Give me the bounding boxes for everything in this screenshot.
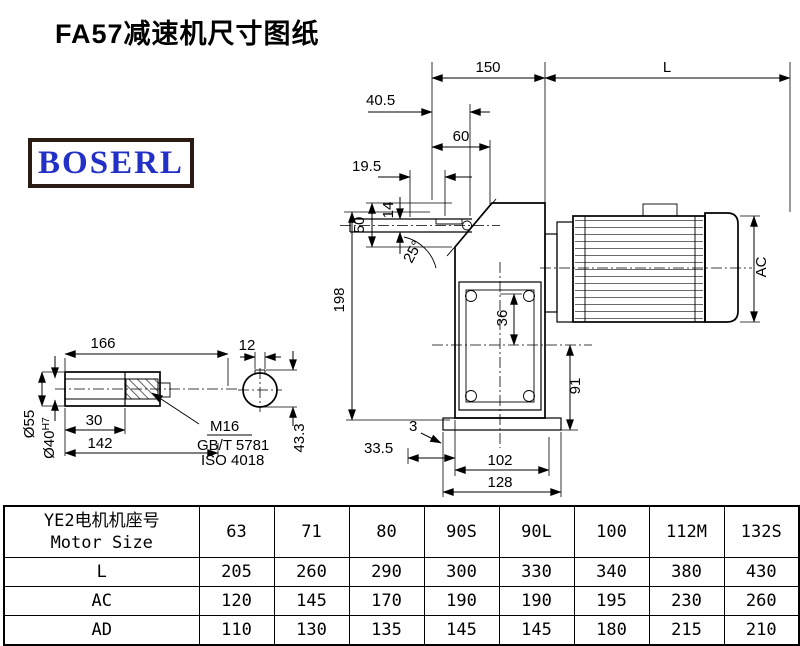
- dimension-drawing: 150 L 40.5 60 19.5 50 14 25° 198 36 AC 9…: [21, 59, 791, 497]
- value-cell: 260: [273, 557, 350, 587]
- value-cell: 180: [573, 615, 650, 646]
- dim-128-label: 128: [487, 474, 512, 491]
- table-header-cell: YE2电机机座号 Motor Size: [3, 505, 200, 558]
- dim-166-label: 166: [90, 335, 115, 352]
- dim-142-label: 142: [87, 435, 112, 452]
- brand-logo: BOSERL: [28, 138, 194, 188]
- value-cell: 430: [723, 557, 800, 587]
- dim-19-5-label: 19.5: [352, 158, 381, 175]
- motor-adapter: [556, 221, 574, 323]
- hollow-shaft-detail-view: [64, 369, 278, 408]
- motor-side-view: [544, 203, 739, 323]
- value-cell: 340: [573, 557, 650, 587]
- value-cell: 260: [723, 586, 800, 616]
- dim-dia55-label: Ø55: [21, 410, 38, 438]
- row-label: AC: [3, 586, 200, 616]
- dimension-labels: 150 L 40.5 60 19.5 50 14 25° 198 36 AC 9…: [21, 59, 770, 491]
- value-cell: 210: [723, 615, 800, 646]
- size-cell: 112M: [648, 505, 725, 558]
- table-row-AC: AC 120 145 170 190 190 195 230 260: [3, 586, 800, 616]
- dim-30-label: 30: [86, 412, 103, 429]
- size-cell: 80: [348, 505, 425, 558]
- value-cell: 290: [348, 557, 425, 587]
- value-cell: 215: [648, 615, 725, 646]
- size-cell: 132S: [723, 505, 800, 558]
- motor-terminal-box: [642, 203, 678, 217]
- flange-face-outer: [458, 281, 542, 411]
- dim-60-label: 60: [453, 128, 470, 145]
- row-label: AD: [3, 615, 200, 646]
- dim-33-5-label: 33.5: [364, 440, 393, 457]
- keyway: [254, 369, 266, 374]
- size-cell: 71: [273, 505, 350, 558]
- bolt-holes: [465, 290, 535, 402]
- standard-iso-label: ISO 4018: [201, 452, 264, 469]
- end-plug-hatched: [125, 378, 159, 400]
- dim-50-label: 50: [351, 217, 368, 234]
- value-cell: 300: [423, 557, 500, 587]
- dim-40-5-label: 40.5: [366, 92, 395, 109]
- value-cell: 145: [423, 615, 500, 646]
- dim-dia40h7-label: Ø40H7: [40, 417, 58, 459]
- value-cell: 170: [348, 586, 425, 616]
- value-cell: 190: [423, 586, 500, 616]
- value-cell: 230: [648, 586, 725, 616]
- motor-flange-disc: [544, 233, 558, 313]
- value-cell: 120: [198, 586, 275, 616]
- motor-size-table: YE2电机机座号 Motor Size 63 71 80 90S 90L 100…: [3, 505, 800, 646]
- page-title: FA57减速机尺寸图纸: [55, 19, 320, 49]
- dim-3-label: 3: [409, 418, 417, 435]
- size-cell: 100: [573, 505, 650, 558]
- dim-91-label: 91: [567, 378, 584, 395]
- dim-43-3-label: 43.3: [291, 423, 308, 452]
- size-cell: 90S: [423, 505, 500, 558]
- shaft-end-hole: [462, 220, 472, 231]
- slant-extension-line: [446, 198, 497, 257]
- retaining-bolt: [157, 382, 171, 398]
- gearbox-foot: [442, 417, 562, 431]
- dim-102-label: 102: [487, 452, 512, 469]
- bore-section-circle: [242, 372, 278, 408]
- angle-arc: [403, 236, 437, 269]
- table-row-AD: AD 110 130 135 145 145 180 215 210: [3, 615, 800, 646]
- table-header-cn: YE2电机机座号: [43, 510, 160, 531]
- table-row-L: L 205 260 290 300 330 340 380 430: [3, 557, 800, 587]
- dim-L-label: L: [663, 59, 671, 76]
- value-cell: 145: [498, 615, 575, 646]
- value-cell: 205: [198, 557, 275, 587]
- size-cell: 63: [198, 505, 275, 558]
- dim-198-label: 198: [331, 287, 348, 312]
- row-label: L: [3, 557, 200, 587]
- table-row-header: YE2电机机座号 Motor Size 63 71 80 90S 90L 100…: [3, 505, 800, 558]
- dim-36-label: 36: [494, 310, 511, 327]
- dim-25deg-label: 25°: [400, 238, 426, 266]
- value-cell: 130: [273, 615, 350, 646]
- value-cell: 330: [498, 557, 575, 587]
- gearbox-side-view: [349, 198, 562, 431]
- value-cell: 110: [198, 615, 275, 646]
- table-header-en: Motor Size: [50, 533, 153, 553]
- value-cell: 190: [498, 586, 575, 616]
- size-cell: 90L: [498, 505, 575, 558]
- flange-face-inner: [465, 289, 535, 403]
- dim-150-label: 150: [475, 59, 500, 76]
- motor-cooling-fins: [575, 218, 703, 320]
- dim-14-label: 14: [380, 202, 397, 219]
- standard-gbt-label: GB/T 5781: [197, 437, 269, 454]
- dim-12-label: 12: [239, 337, 256, 354]
- shaft-outline: [64, 371, 161, 407]
- dim-AC-label: AC: [753, 256, 770, 277]
- value-cell: 145: [273, 586, 350, 616]
- value-cell: 380: [648, 557, 725, 587]
- value-cell: 195: [573, 586, 650, 616]
- fan-cowl: [704, 212, 739, 323]
- thread-m16-label: M16: [210, 418, 239, 435]
- dimension-lines: [38, 74, 791, 496]
- value-cell: 135: [348, 615, 425, 646]
